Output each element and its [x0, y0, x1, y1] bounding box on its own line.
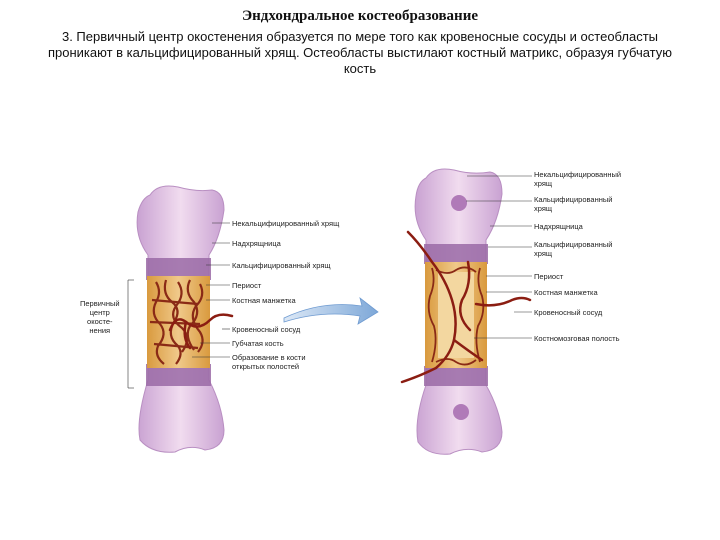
left-label-uncalcified-cartilage: Некальцифицированный хрящ	[232, 219, 340, 228]
right-lower-calcified-spot	[453, 404, 469, 420]
right-label-calcified-cartilage-spot: Кальцифицированный хрящ	[534, 195, 613, 213]
left-label-leaders	[127, 222, 230, 389]
left-label-perichondrium: Надхрящница	[232, 239, 281, 248]
left-blood-vessel	[168, 313, 234, 350]
left-label-periosteum: Периост	[232, 281, 262, 290]
right-label-periosteum: Периост	[534, 272, 564, 281]
page-title: Эндхондральное костеобразование	[241, 8, 478, 24]
left-label-open-cavities: Образование в кости открытых полостей	[232, 353, 306, 371]
left-lower-calcified-band	[146, 364, 211, 386]
right-label-calcified-cartilage: Кальцифицированный хрящ	[534, 240, 613, 258]
left-label-blood-vessel: Кровеносный сосуд	[232, 325, 301, 334]
left-label-calcified-cartilage: Кальцифицированный хрящ	[232, 261, 331, 270]
right-upper-calcified-spot	[451, 195, 467, 211]
left-spongy-bone	[149, 279, 204, 365]
right-spongy-bone	[427, 266, 485, 366]
transition-arrow	[283, 296, 379, 325]
left-primary-ossification-center-label: Первичный центр окосте- нения	[80, 299, 120, 335]
right-label-blood-vessel: Кровеносный сосуд	[534, 308, 603, 317]
right-label-uncalcified-cartilage: Некальцифицированный хрящ	[534, 170, 622, 188]
right-lower-calcified-band	[424, 366, 488, 386]
right-label-marrow-cavity: Костномозговая полость	[534, 334, 620, 343]
left-upper-calcified-band	[146, 258, 211, 280]
right-blood-vessels	[400, 230, 532, 384]
right-label-perichondrium: Надхрящница	[534, 222, 583, 231]
right-label-bone-collar: Костная манжетка	[534, 288, 598, 297]
right-label-leaders	[466, 175, 532, 339]
description-text: 3. Первичный центр окостенения образуетс…	[47, 29, 673, 76]
left-label-spongy-bone: Губчатая кость	[232, 339, 284, 348]
left-label-bone-collar: Костная манжетка	[232, 296, 296, 305]
left-bone	[127, 185, 234, 453]
right-bone	[400, 168, 532, 455]
right-upper-calcified-band	[424, 244, 488, 264]
